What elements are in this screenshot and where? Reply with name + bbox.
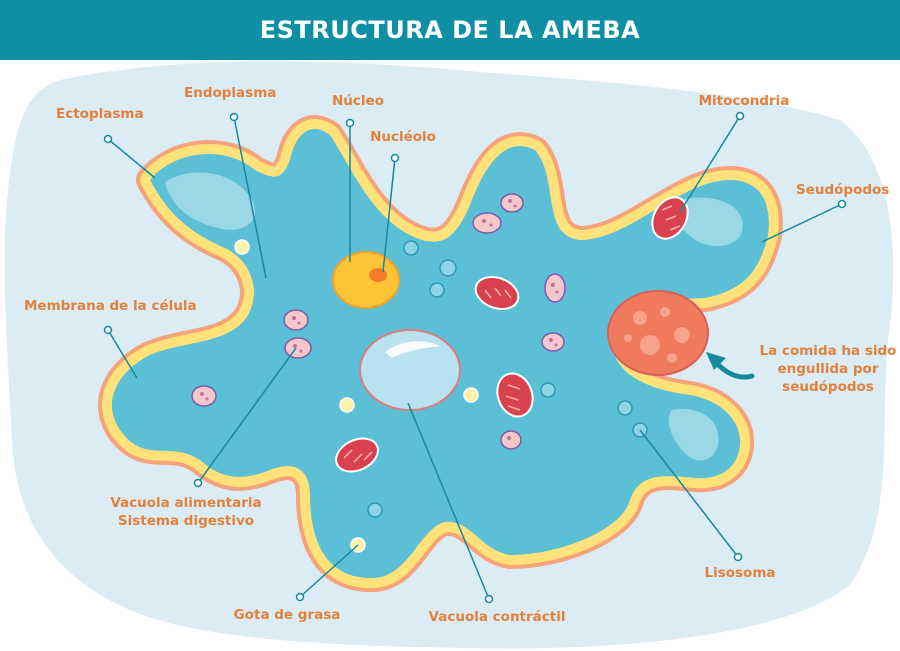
page-title: ESTRUCTURA DE LA AMEBA [259, 16, 641, 44]
mitochondria-group [335, 196, 689, 473]
contractile-vacuole [359, 329, 461, 411]
label-vacuola-alimentaria: Vacuola alimentaria Sistema digestivo [110, 494, 261, 530]
vacuole-shine [385, 341, 440, 358]
label-nucleolo: Nucléolo [370, 129, 436, 145]
nucleolus [369, 268, 387, 282]
label-mitocondria: Mitocondria [698, 93, 790, 109]
pointer-dots [103, 111, 847, 604]
nucleus [332, 251, 400, 309]
label-comida: La comida ha sido engullida por seudópod… [760, 342, 897, 396]
label-ectoplasma: Ectoplasma [56, 106, 144, 122]
label-gota: Gota de grasa [233, 607, 341, 623]
label-lisosoma: Lisosoma [704, 565, 776, 581]
label-comida-line-3: seudópodos [782, 379, 874, 395]
title-banner: ESTRUCTURA DE LA AMEBA [0, 0, 900, 60]
label-endoplasma: Endoplasma [184, 85, 277, 101]
lysosomes [367, 240, 648, 518]
amoeba-diagram [4, 61, 894, 649]
food-vacuoles [191, 193, 566, 450]
label-vacuola-contractil: Vacuola contráctil [428, 609, 566, 625]
engulf-arrow-head [706, 352, 726, 370]
label-seudopodos: Seudópodos [796, 182, 890, 198]
ectoplasm-highlight [668, 409, 719, 461]
food-vacuole-dots [200, 199, 559, 440]
label-vacuola-alimentaria-line-1: Vacuola alimentaria [110, 495, 262, 511]
pointer-lines [107, 115, 843, 600]
label-comida-line-2: engullida por [777, 361, 879, 377]
label-vacuola-alimentaria-line-2: Sistema digestivo [117, 513, 255, 529]
ectoplasm-highlight [675, 197, 743, 247]
engulfed-food [607, 290, 709, 376]
mitochondria-cristae [343, 205, 681, 463]
label-comida-line-1: La comida ha sido [759, 343, 897, 359]
label-membrana: Membrana de la célula [24, 298, 197, 314]
label-nucleo: Núcleo [332, 93, 384, 109]
ectoplasm-highlight [165, 172, 255, 230]
